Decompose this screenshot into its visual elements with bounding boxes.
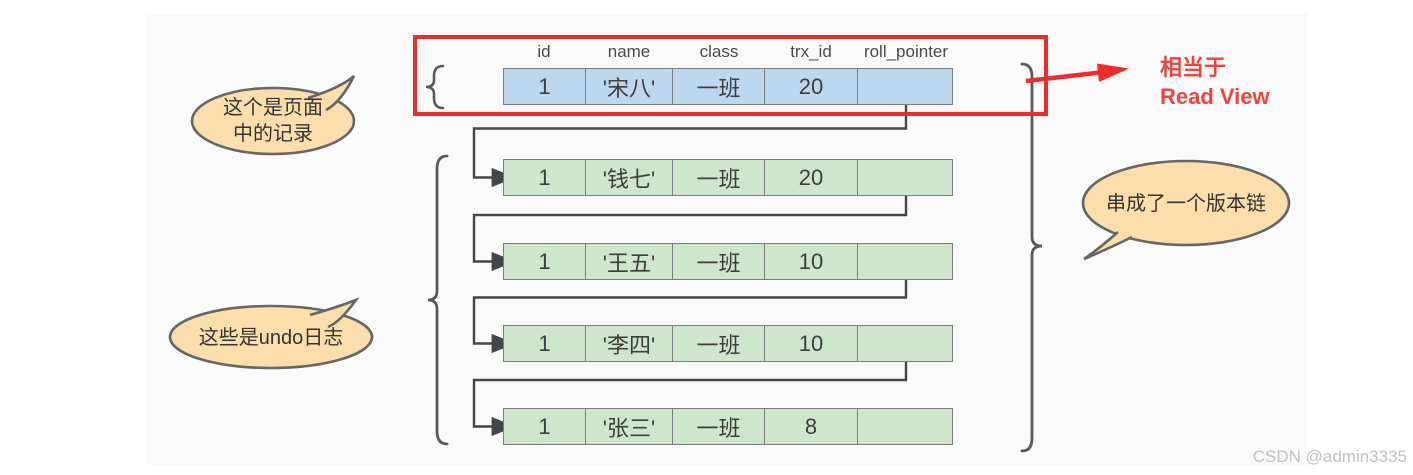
table-row-undo-3: 1 '李四' 一班 10 <box>503 325 953 362</box>
cell-roll-pointer <box>858 409 952 444</box>
column-header-roll-pointer: roll_pointer <box>863 42 949 61</box>
cell-trx-id: 8 <box>765 409 858 444</box>
cell-id: 1 <box>504 326 586 361</box>
cell-name: '张三' <box>586 409 673 444</box>
read-view-label: 相当于 Read View <box>1160 53 1270 111</box>
bubble-line: 中的记录 <box>233 123 313 145</box>
table-row-undo-2: 1 '王五' 一班 10 <box>503 243 953 280</box>
speech-bubble-undo-logs-text: 这些是undo日志 <box>198 327 344 349</box>
table-row-page-record: 1 '宋八' 一班 20 <box>503 68 953 105</box>
cell-trx-id: 10 <box>765 326 858 361</box>
cell-name: '李四' <box>586 326 673 361</box>
cell-name: '宋八' <box>586 69 673 104</box>
cell-roll-pointer <box>858 69 952 104</box>
cell-trx-id: 10 <box>765 244 858 279</box>
cell-roll-pointer <box>858 244 952 279</box>
cell-class: 一班 <box>673 160 765 195</box>
cell-trx-id: 20 <box>765 160 858 195</box>
cell-class: 一班 <box>673 409 765 444</box>
cell-id: 1 <box>504 160 586 195</box>
cell-name: '钱七' <box>586 160 673 195</box>
cell-id: 1 <box>504 244 586 279</box>
cell-roll-pointer <box>858 160 952 195</box>
table-row-undo-1: 1 '钱七' 一班 20 <box>503 159 953 196</box>
table-row-undo-4: 1 '张三' 一班 8 <box>503 408 953 445</box>
cell-id: 1 <box>504 69 586 104</box>
cell-class: 一班 <box>673 326 765 361</box>
cell-class: 一班 <box>673 69 765 104</box>
bubble-line: 这个是页面 <box>223 97 323 119</box>
watermark: CSDN @admin3335 <box>1252 447 1407 466</box>
column-header-class: class <box>699 42 739 61</box>
speech-bubble-page-record-text: 这个是页面 中的记录 <box>193 95 353 147</box>
cell-roll-pointer <box>858 326 952 361</box>
column-header-id: id <box>537 42 551 61</box>
cell-class: 一班 <box>673 244 765 279</box>
cell-trx-id: 20 <box>765 69 858 104</box>
read-view-label-line1: 相当于 <box>1160 55 1227 80</box>
cell-id: 1 <box>504 409 586 444</box>
column-header-trx-id: trx_id <box>790 42 832 61</box>
speech-bubble-version-chain-text: 串成了一个版本链 <box>1106 193 1266 215</box>
cell-name: '王五' <box>586 244 673 279</box>
read-view-label-line2: Read View <box>1160 84 1270 109</box>
column-header-name: name <box>607 42 651 61</box>
